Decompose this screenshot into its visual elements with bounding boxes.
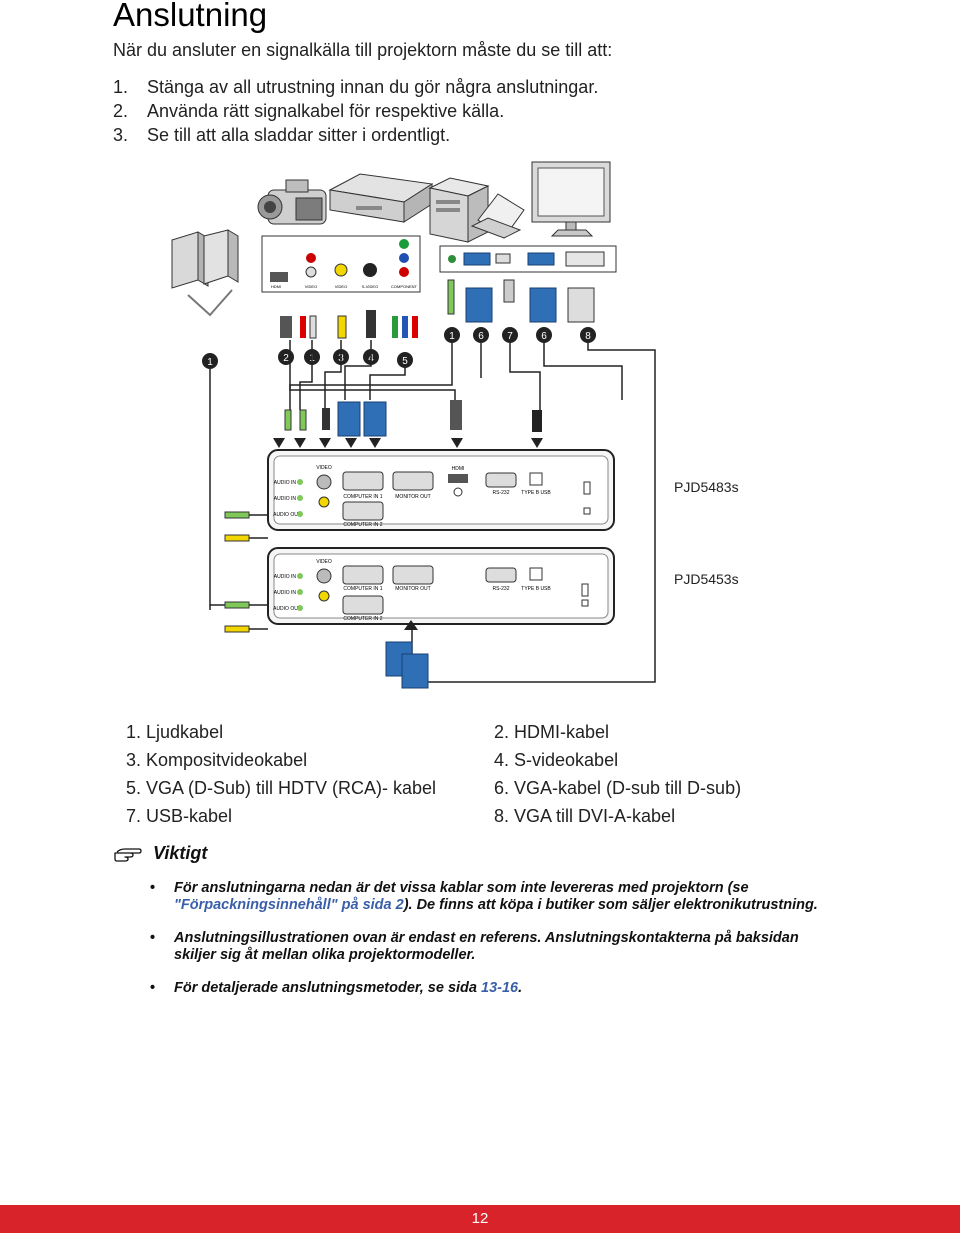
port-label: AUDIO IN 1	[274, 574, 301, 580]
callout-label: 2	[283, 353, 289, 364]
port-label: TYPE B USB	[521, 490, 551, 496]
callout-label: 5	[402, 356, 408, 367]
cable-plugs-top	[280, 279, 595, 339]
cable-legend-item: 5. VGA (D-Sub) till HDTV (RCA)- kabel	[126, 778, 437, 798]
port-label: HDMI	[452, 466, 465, 472]
note-item: För anslutningarna nedan är det vissa ka…	[150, 880, 840, 914]
connection-diagram: HDMI VIDEO VIDEO S-VIDEO COMPONENT 1 2 1…	[171, 161, 739, 689]
note-item: Anslutningsillustrationen ovan är endast…	[150, 930, 840, 964]
cable-legend-item: 3. Kompositvideokabel	[126, 750, 308, 770]
callout-label: 6	[478, 331, 484, 342]
dvd-player-icon	[328, 173, 434, 223]
av-label-video-2: VIDEO	[335, 284, 347, 289]
step-item: 2.Använda rätt signalkabel för respektiv…	[113, 101, 505, 121]
camcorder-icon	[257, 179, 327, 225]
callout-badges: 1 2 1 3 4 5 1 6 7 6 8	[202, 327, 596, 369]
port-label: RS-232	[493, 490, 510, 496]
note-header: Viktigt	[113, 843, 207, 864]
page-number: 12	[471, 1210, 489, 1227]
av-label-component: COMPONENT	[391, 284, 418, 289]
page-title: Anslutning	[113, 0, 268, 33]
port-label: COMPUTER IN 1	[343, 494, 382, 500]
port-label: COMPUTER IN 2	[343, 616, 382, 622]
speakers-icon	[171, 229, 239, 317]
cable-legend: 1. Ljudkabel 2. HDMI-kabel 3. Kompositvi…	[126, 718, 846, 830]
av-label-video: VIDEO	[305, 284, 317, 289]
av-label-hdmi: HDMI	[271, 284, 281, 289]
model-label-pjd5483s: PJD5483s	[674, 479, 739, 495]
port-label: AUDIO OUT	[273, 512, 301, 518]
av-output-panel: HDMI VIDEO VIDEO S-VIDEO COMPONENT	[261, 235, 421, 293]
step-item: 3.Se till att alla sladdar sitter i orde…	[113, 125, 451, 145]
intro-text: När du ansluter en signalkälla till proj…	[113, 40, 613, 60]
page-range-link[interactable]: 13-16	[481, 980, 519, 996]
port-label: TYPE B USB	[521, 586, 551, 592]
pointing-hand-icon	[114, 847, 142, 862]
port-label: VIDEO	[316, 465, 332, 471]
monitor-icon	[531, 161, 611, 237]
cable-legend-item: 4. S-videokabel	[494, 750, 619, 770]
port-label: AUDIO IN 2	[274, 590, 301, 596]
port-label: AUDIO IN 2	[274, 496, 301, 502]
audio-plugs-side	[224, 511, 268, 633]
cable-legend-item: 8. VGA till DVI-A-kabel	[494, 806, 676, 826]
projector-panel-pjd5453s: AUDIO IN 1 AUDIO IN 2 AUDIO OUT VIDEO CO…	[267, 547, 615, 625]
port-label: AUDIO IN 1	[274, 480, 301, 486]
callout-label: 1	[207, 357, 213, 368]
steps-list: 1.Stänga av all utrustning innan du gör …	[113, 75, 598, 147]
page-footer: 12	[0, 1205, 960, 1233]
callout-label: 6	[541, 331, 547, 342]
av-label-svideo: S-VIDEO	[362, 284, 378, 289]
port-label: COMPUTER IN 2	[343, 522, 382, 528]
note-item: För detaljerade anslutningsmetoder, se s…	[150, 980, 840, 997]
callout-label: 7	[507, 331, 513, 342]
model-label-pjd5453s: PJD5453s	[674, 571, 739, 587]
cable-legend-item: 1. Ljudkabel	[126, 722, 224, 742]
vga-input-plugs-bottom	[385, 620, 429, 689]
step-item: 1.Stänga av all utrustning innan du gör …	[113, 77, 599, 97]
pc-output-panel	[439, 245, 617, 273]
cable-legend-item: 6. VGA-kabel (D-sub till D-sub)	[494, 778, 742, 798]
callout-label: 8	[585, 331, 591, 342]
cable-plugs-middle	[273, 400, 543, 448]
port-label: MONITOR OUT	[395, 494, 430, 500]
cable-legend-item: 2. HDMI-kabel	[494, 722, 610, 742]
port-label: RS-232	[493, 586, 510, 592]
port-label: VIDEO	[316, 559, 332, 565]
projector-panel-pjd5483s: AUDIO IN 1 AUDIO IN 2 AUDIO OUT VIDEO CO…	[267, 449, 615, 531]
packing-contents-link[interactable]: "Förpackningsinnehåll" på sida 2	[174, 897, 404, 913]
port-label: COMPUTER IN 1	[343, 586, 382, 592]
port-label: MONITOR OUT	[395, 586, 430, 592]
notes-list: För anslutningarna nedan är det vissa ka…	[150, 880, 840, 1013]
note-title: Viktigt	[153, 843, 208, 863]
callout-label: 1	[449, 331, 455, 342]
cable-legend-item: 7. USB-kabel	[126, 806, 233, 826]
port-label: AUDIO OUT	[273, 606, 301, 612]
computer-icon	[428, 177, 525, 243]
